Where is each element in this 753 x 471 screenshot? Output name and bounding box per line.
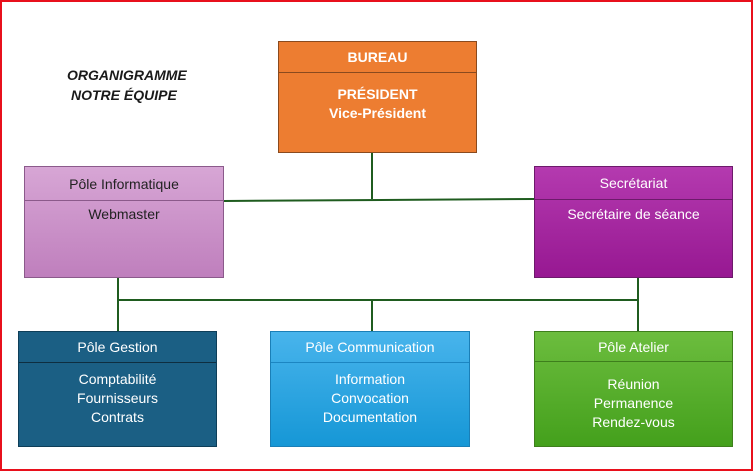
box-pole-gestion-line-2: Fournisseurs <box>77 390 158 406</box>
box-pole-atelier-header: Pôle Atelier <box>535 332 732 362</box>
diagram-title-line-2: NOTRE ÉQUIPE <box>71 87 177 103</box>
box-pole-atelier-line-1: Réunion <box>607 376 660 392</box>
connector-informatique-secretariat <box>223 198 535 202</box>
box-bureau: BUREAU PRÉSIDENT Vice-Président <box>278 41 477 153</box>
box-pole-gestion-line-3: Contrats <box>91 409 144 425</box>
box-pole-communication-body: Information Convocation Documentation <box>271 363 469 427</box>
box-pole-communication-line-3: Documentation <box>322 409 418 425</box>
box-pole-atelier-body: Réunion Permanence Rendez-vous <box>535 362 732 432</box>
box-secretariat-line-1: Secrétaire de séance <box>567 206 700 222</box>
box-secretariat-header: Secrétariat <box>535 167 732 200</box>
box-bureau-body: PRÉSIDENT Vice-Président <box>279 73 476 123</box>
box-pole-communication: Pôle Communication Information Convocati… <box>270 331 470 447</box>
box-bureau-line-2: Vice-Président <box>328 105 426 121</box>
box-pole-communication-header: Pôle Communication <box>271 332 469 363</box>
box-pole-gestion: Pôle Gestion Comptabilité Fournisseurs C… <box>18 331 217 447</box>
box-bureau-line-1: PRÉSIDENT <box>337 86 418 102</box>
box-pole-informatique-body: Webmaster <box>25 201 223 224</box>
box-pole-gestion-line-1: Comptabilité <box>78 371 157 387</box>
box-pole-gestion-header: Pôle Gestion <box>19 332 216 363</box>
box-pole-communication-line-1: Information <box>334 371 406 387</box>
box-pole-atelier: Pôle Atelier Réunion Permanence Rendez-v… <box>534 331 733 447</box>
box-bureau-header: BUREAU <box>279 42 476 73</box>
box-pole-informatique-header: Pôle Informatique <box>25 167 223 201</box>
box-secretariat: Secrétariat Secrétaire de séance <box>534 166 733 278</box>
box-pole-gestion-body: Comptabilité Fournisseurs Contrats <box>19 363 216 427</box>
box-pole-informatique-line-1: Webmaster <box>88 206 160 222</box>
box-pole-atelier-line-3: Rendez-vous <box>592 414 675 430</box>
box-pole-atelier-line-2: Permanence <box>593 395 674 411</box>
box-secretariat-body: Secrétaire de séance <box>535 200 732 224</box>
box-pole-informatique: Pôle Informatique Webmaster <box>24 166 224 278</box>
box-pole-communication-line-2: Convocation <box>331 390 409 406</box>
diagram-title-line-1: ORGANIGRAMME <box>67 67 187 83</box>
